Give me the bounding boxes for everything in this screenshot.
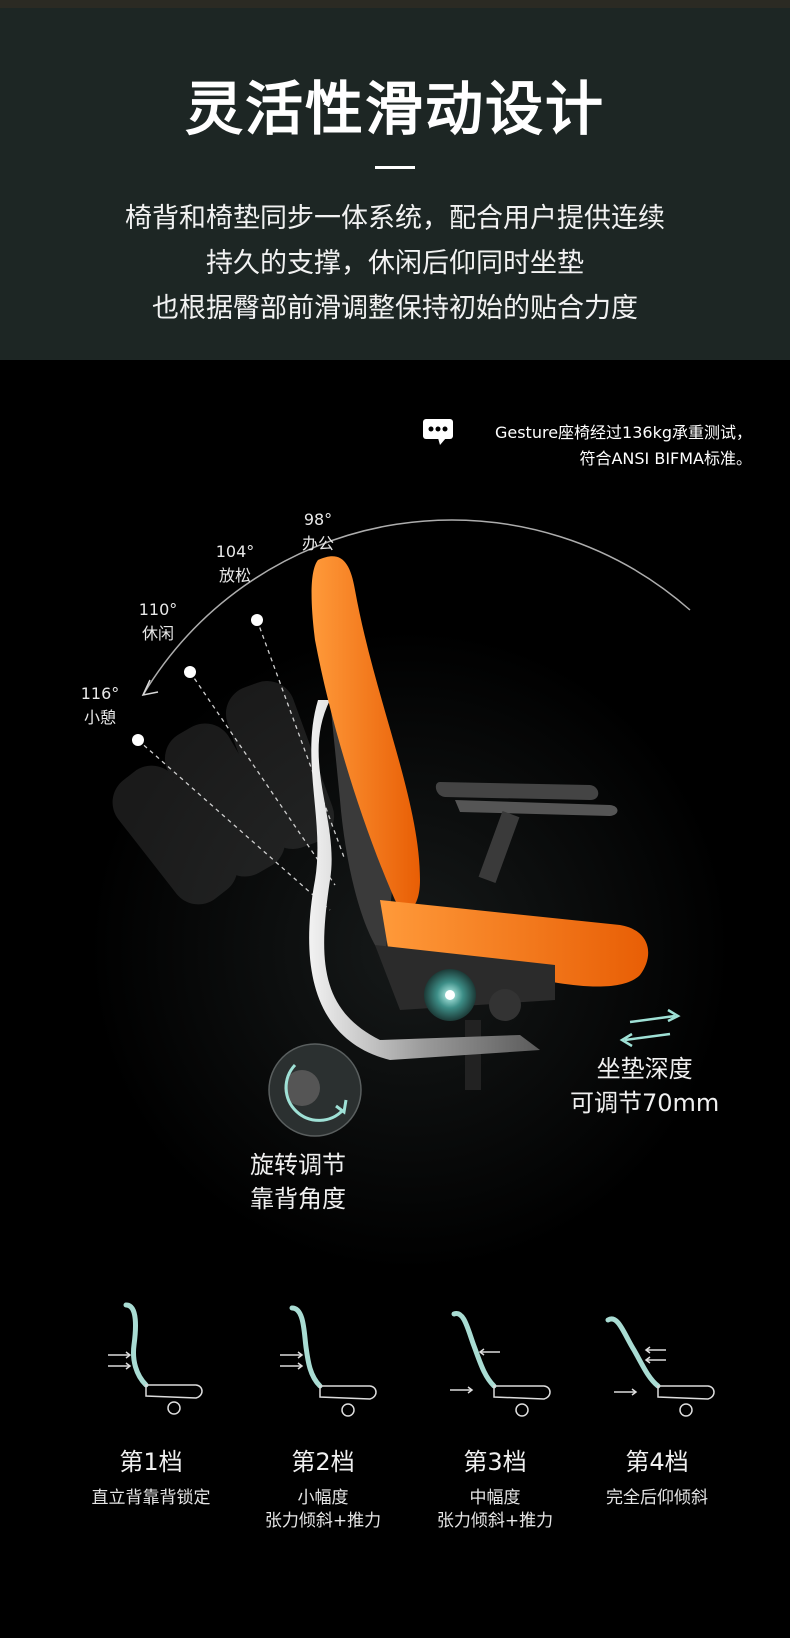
desc-line-3: 也根据臀部前滑调整保持初始的贴合力度 <box>152 293 638 324</box>
mode-sub-2: 张力倾斜+推力 <box>436 1511 554 1531</box>
rotate-line-1: 旋转调节 <box>250 1151 346 1179</box>
page-title: 灵活性滑动设计 <box>184 75 605 143</box>
armrest-post <box>478 811 520 883</box>
angle-116: 116° 小憩 <box>75 682 125 730</box>
rotate-knob <box>284 1070 320 1106</box>
mode-name: 第3档 <box>463 1448 527 1476</box>
mode-4: 第4档 完全后仰倾斜 <box>572 1300 742 1510</box>
angle-label: 休闲 <box>141 624 174 643</box>
mode-sub-1: 完全后仰倾斜 <box>606 1488 708 1508</box>
rotate-arrow-icon <box>284 1063 345 1122</box>
angle-110: 110° 休闲 <box>133 598 183 646</box>
knob-center <box>445 990 455 1000</box>
title-divider <box>375 166 415 169</box>
mode-2: 第2档 小幅度 张力倾斜+推力 <box>238 1300 408 1533</box>
mode-name: 第4档 <box>625 1448 689 1476</box>
mode-sub-1: 中幅度 <box>469 1488 521 1508</box>
chair-illustration <box>112 519 691 1137</box>
mode-1: 第1档 直立背靠背锁定 <box>66 1300 236 1510</box>
angle-deg: 116° <box>80 684 120 703</box>
rotate-line-2: 靠背角度 <box>250 1185 346 1213</box>
rotate-label: 旋转调节 靠背角度 <box>250 1148 346 1216</box>
angle-label: 办公 <box>301 534 334 553</box>
desc-line-1: 椅背和椅垫同步一体系统，配合用户提供连续 <box>125 203 665 234</box>
chat-bubble-icon <box>423 419 453 445</box>
header-section <box>0 0 790 360</box>
chair-stem <box>465 1020 481 1090</box>
arc-arrow-icon <box>141 679 159 697</box>
mode-3: 第3档 中幅度 张力倾斜+推力 <box>410 1300 580 1533</box>
desc-line-2: 持久的支撑，休闲后仰同时坐垫 <box>206 248 584 279</box>
angle-98: 98° 办公 <box>296 508 340 556</box>
angle-dots <box>132 614 263 746</box>
note-line-2: 符合ANSI BIFMA标准。 <box>579 449 752 468</box>
chair-full-recline-icon <box>605 1316 715 1417</box>
mode-name: 第1档 <box>119 1448 183 1476</box>
orange-backrest <box>311 556 420 911</box>
rotate-arrow-head-icon <box>335 1099 348 1115</box>
chair-upright-icon <box>108 1302 203 1415</box>
armrest-pad <box>455 800 618 816</box>
bifma-note: Gesture座椅经过136kg承重测试， 符合ANSI BIFMA标准。 <box>495 420 752 472</box>
secondary-knob <box>489 989 521 1021</box>
angle-label: 小憩 <box>83 708 116 727</box>
angle-deg: 110° <box>138 600 178 619</box>
angle-104: 104° 放松 <box>210 540 260 588</box>
chair-medium-tilt-icon <box>450 1311 551 1417</box>
seat-depth-label: 坐垫深度 可调节70mm <box>570 1052 719 1120</box>
mode-name: 第2档 <box>291 1448 355 1476</box>
mode-sub-2: 张力倾斜+推力 <box>264 1511 382 1531</box>
top-strip <box>0 0 790 8</box>
recline-arc <box>142 519 691 696</box>
angle-deg: 104° <box>215 542 255 561</box>
seat-depth-line-1: 坐垫深度 <box>596 1055 693 1083</box>
seat-depth-line-2: 可调节70mm <box>570 1089 720 1117</box>
mode-sub-1: 直立背靠背锁定 <box>91 1488 211 1508</box>
seat-depth-arrows-icon <box>619 1008 681 1048</box>
armrest <box>435 782 599 800</box>
chair-small-tilt-icon <box>280 1305 377 1417</box>
mode-sub-1: 小幅度 <box>297 1488 349 1508</box>
note-line-1: Gesture座椅经过136kg承重测试， <box>494 423 752 442</box>
angle-label: 放松 <box>218 566 251 585</box>
angle-deg: 98° <box>303 510 333 529</box>
ghost-backrests <box>112 681 335 905</box>
